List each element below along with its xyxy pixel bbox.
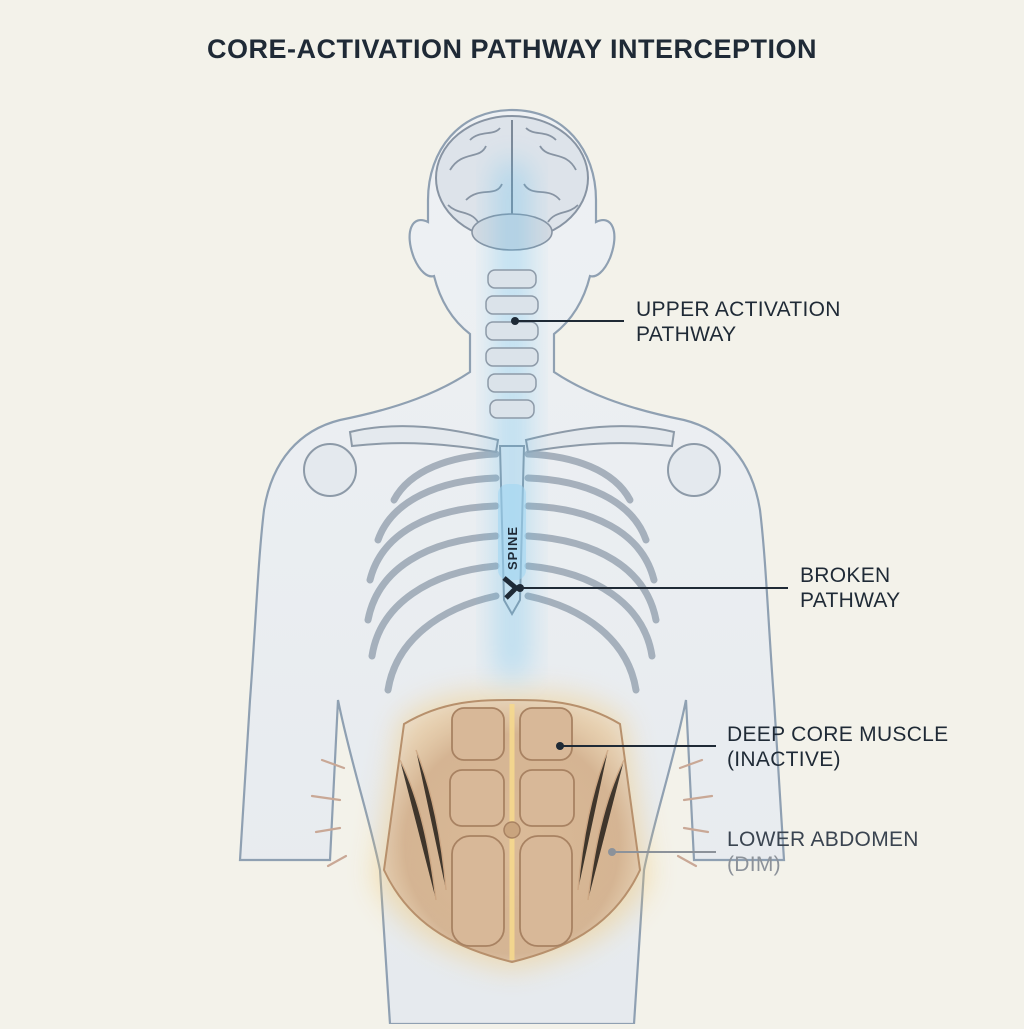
radiance-marks xyxy=(310,758,714,868)
callout-broken-pathway: BROKEN PATHWAY xyxy=(800,563,901,613)
spine-label: SPINE xyxy=(504,525,520,570)
abdominal-muscle xyxy=(374,693,650,970)
callout-lower-line2: (DIM) xyxy=(727,853,781,876)
callout-lower-line1: LOWER ABDOMEN xyxy=(727,828,919,851)
callout-deep-core-line1: DEEP CORE MUSCLE xyxy=(727,723,949,746)
callout-upper-line1: UPPER ACTIVATION xyxy=(636,298,841,321)
callout-deep-core-muscle: DEEP CORE MUSCLE (INACTIVE) xyxy=(727,722,948,772)
callout-deep-core-line2: (INACTIVE) xyxy=(727,748,841,771)
callout-lower-abdomen: LOWER ABDOMEN (DIM) xyxy=(727,827,919,877)
callout-broken-line2: PATHWAY xyxy=(800,589,901,612)
diagram-title: CORE-ACTIVATION PATHWAY INTERCEPTION xyxy=(206,34,818,64)
rib-cage xyxy=(364,450,660,694)
callout-upper-activation: UPPER ACTIVATION PATHWAY xyxy=(636,297,841,347)
callout-broken-line1: BROKEN xyxy=(800,564,891,587)
callout-lines xyxy=(511,317,788,856)
callout-upper-line2: PATHWAY xyxy=(636,323,737,346)
spinal-pathway xyxy=(485,160,539,680)
